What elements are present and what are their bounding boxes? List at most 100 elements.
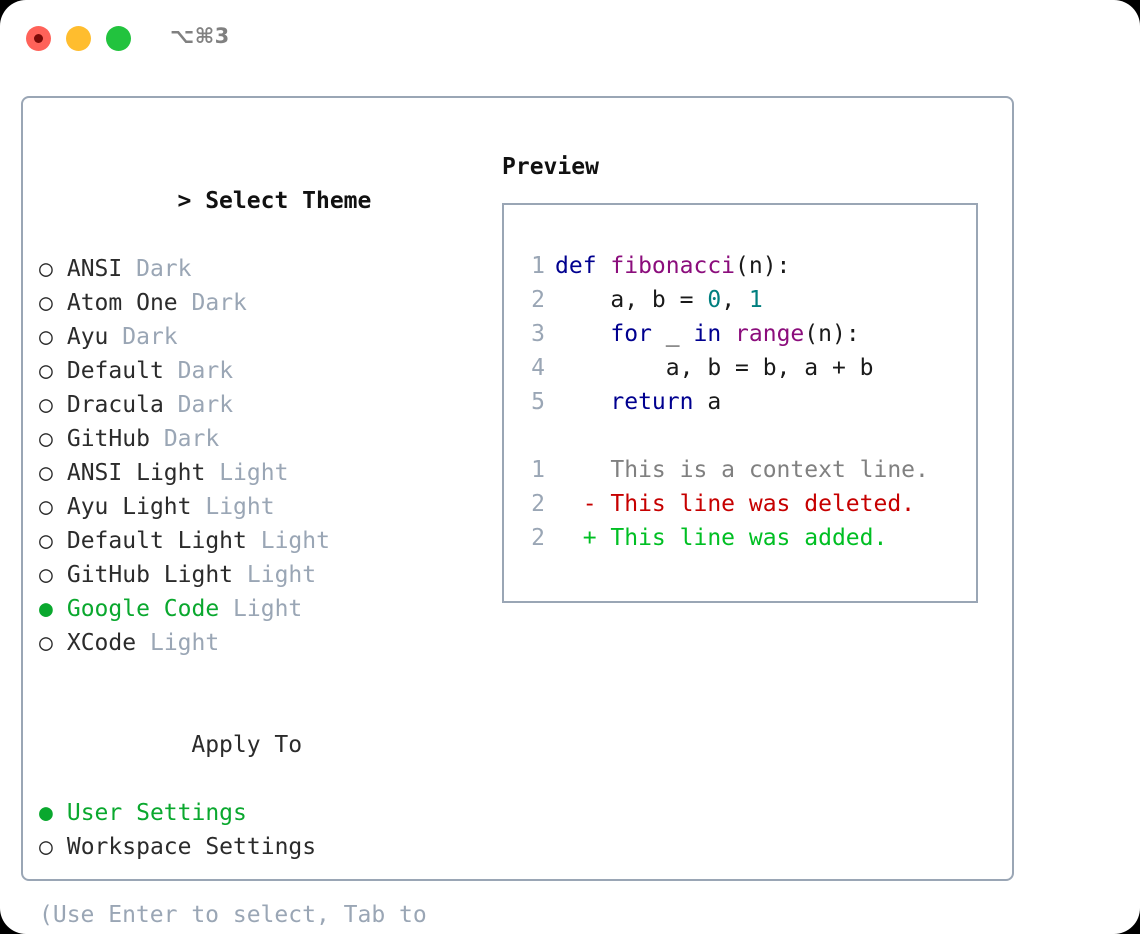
- theme-option-name: Default Light: [66, 528, 247, 554]
- code-token-kw: return: [610, 389, 694, 415]
- theme-option-variant: Dark: [177, 358, 234, 384]
- radio-unselected-icon: ○: [39, 834, 53, 860]
- theme-option-name: Atom One: [66, 290, 178, 316]
- theme-option-github-light[interactable]: ○ GitHub Light Light: [39, 558, 479, 592]
- code-token-fn: range: [735, 321, 805, 347]
- diff-line: 2 - This line was deleted.: [504, 487, 976, 521]
- keyboard-hint: (Use Enter to select, Tab to change focu…: [39, 902, 427, 928]
- theme-option-name: Default: [66, 358, 164, 384]
- code-token-pl: _: [651, 321, 694, 347]
- code-token-pl: a, b = b, a + b: [555, 355, 874, 381]
- code-diff-separator: [504, 419, 976, 453]
- diff-line-del: - This line was deleted.: [555, 491, 916, 517]
- radio-unselected-icon: ○: [39, 324, 53, 350]
- theme-option-variant: Light: [219, 460, 289, 486]
- code-token-fn: fibonacci: [610, 253, 736, 279]
- apply-to-option-name: User Settings: [66, 800, 247, 826]
- radio-selected-icon: ●: [39, 596, 53, 622]
- line-number: 2: [531, 287, 545, 313]
- code-token-pl: a: [693, 389, 722, 415]
- theme-option-variant: Dark: [177, 392, 234, 418]
- line-number: 2: [531, 525, 545, 551]
- code-token-kw: for: [610, 321, 652, 347]
- theme-option-name: GitHub: [66, 426, 150, 452]
- theme-option-name: Dracula: [66, 392, 164, 418]
- code-line: 4 a, b = b, a + b: [504, 351, 976, 385]
- code-token-num: 0: [707, 287, 722, 313]
- theme-option-atom-one[interactable]: ○ Atom One Dark: [39, 286, 479, 320]
- diff-line-add: + This line was added.: [555, 525, 888, 551]
- keyboard-shortcut-label: ⌥⌘3: [170, 24, 230, 48]
- line-number: 4: [531, 355, 545, 381]
- theme-option-google-code[interactable]: ● Google Code Light: [39, 592, 479, 626]
- caret-icon: >: [177, 188, 192, 214]
- radio-unselected-icon: ○: [39, 392, 53, 418]
- theme-option-name: ANSI Light: [66, 460, 206, 486]
- theme-option-variant: Dark: [163, 426, 220, 452]
- theme-option-dracula[interactable]: ○ Dracula Dark: [39, 388, 479, 422]
- theme-option-variant: Light: [260, 528, 330, 554]
- close-button[interactable]: [26, 26, 51, 51]
- code-token-pl: ,: [721, 287, 749, 313]
- line-number: 1: [531, 457, 545, 483]
- theme-option-name: GitHub Light: [66, 562, 234, 588]
- theme-option-variant: Dark: [122, 324, 178, 350]
- theme-option-github[interactable]: ○ GitHub Dark: [39, 422, 479, 456]
- radio-unselected-icon: ○: [39, 494, 53, 520]
- radio-unselected-icon: ○: [39, 460, 53, 486]
- radio-unselected-icon: ○: [39, 358, 53, 384]
- theme-option-ayu[interactable]: ○ Ayu Dark: [39, 320, 479, 354]
- theme-list-header: > Select Theme: [39, 150, 479, 252]
- code-token-kw: def: [555, 253, 611, 279]
- page-title: Select Theme: [205, 188, 372, 214]
- line-number: 1: [531, 253, 545, 279]
- preview-title: Preview: [502, 154, 599, 180]
- diff-line: 1 This is a context line.: [504, 453, 976, 487]
- code-token-pl: (n):: [735, 253, 791, 279]
- code-token-pl: (n):: [804, 321, 860, 347]
- diff-line-ctx: This is a context line.: [555, 457, 929, 483]
- theme-option-name: Google Code: [66, 596, 220, 622]
- theme-option-variant: Light: [233, 596, 303, 622]
- theme-option-variant: Dark: [191, 290, 247, 316]
- radio-selected-icon: ●: [39, 800, 53, 826]
- recording-indicator-icon: [34, 34, 43, 43]
- code-line: 1 def fibonacci(n):: [504, 249, 976, 283]
- theme-option-variant: Dark: [136, 256, 192, 282]
- theme-option-xcode[interactable]: ○ XCode Light: [39, 626, 479, 660]
- theme-option-default-light[interactable]: ○ Default Light Light: [39, 524, 479, 558]
- radio-unselected-icon: ○: [39, 630, 53, 656]
- minimize-button[interactable]: [66, 26, 91, 51]
- code-token-kw: in: [693, 321, 722, 347]
- theme-option-list: ○ ANSI Dark○ Atom One Dark○ Ayu Dark○ De…: [39, 252, 479, 660]
- code-token-num: 1: [748, 287, 763, 313]
- theme-option-ansi-light[interactable]: ○ ANSI Light Light: [39, 456, 479, 490]
- theme-option-name: Ayu: [66, 324, 109, 350]
- maximize-button[interactable]: [106, 26, 131, 51]
- code-line: 3 for _ in range(n):: [504, 317, 976, 351]
- theme-option-variant: Light: [149, 630, 220, 656]
- title-bar: ⌥⌘3: [0, 0, 1140, 78]
- code-token-pl: [555, 389, 610, 415]
- radio-unselected-icon: ○: [39, 562, 53, 588]
- theme-option-variant: Light: [246, 562, 317, 588]
- theme-option-default[interactable]: ○ Default Dark: [39, 354, 479, 388]
- line-number: 5: [531, 389, 545, 415]
- apply-to-option-user-settings[interactable]: ● User Settings: [39, 796, 479, 830]
- line-number: 2: [531, 491, 545, 517]
- radio-unselected-icon: ○: [39, 528, 53, 554]
- theme-selection-column: > Select Theme ○ ANSI Dark○ Atom One Dar…: [39, 150, 479, 934]
- apply-to-title: Apply To: [191, 732, 303, 758]
- theme-option-ansi[interactable]: ○ ANSI Dark: [39, 252, 479, 286]
- radio-unselected-icon: ○: [39, 290, 53, 316]
- code-token-pl: a, b =: [555, 287, 708, 313]
- theme-option-name: ANSI: [66, 256, 123, 282]
- code-token-pl: [555, 321, 610, 347]
- code-line: 2 a, b = 0, 1: [504, 283, 976, 317]
- theme-option-variant: Light: [205, 494, 275, 520]
- apply-to-option-workspace-settings[interactable]: ○ Workspace Settings: [39, 830, 479, 864]
- theme-option-ayu-light[interactable]: ○ Ayu Light Light: [39, 490, 479, 524]
- diff-line: 2 + This line was added.: [504, 521, 976, 555]
